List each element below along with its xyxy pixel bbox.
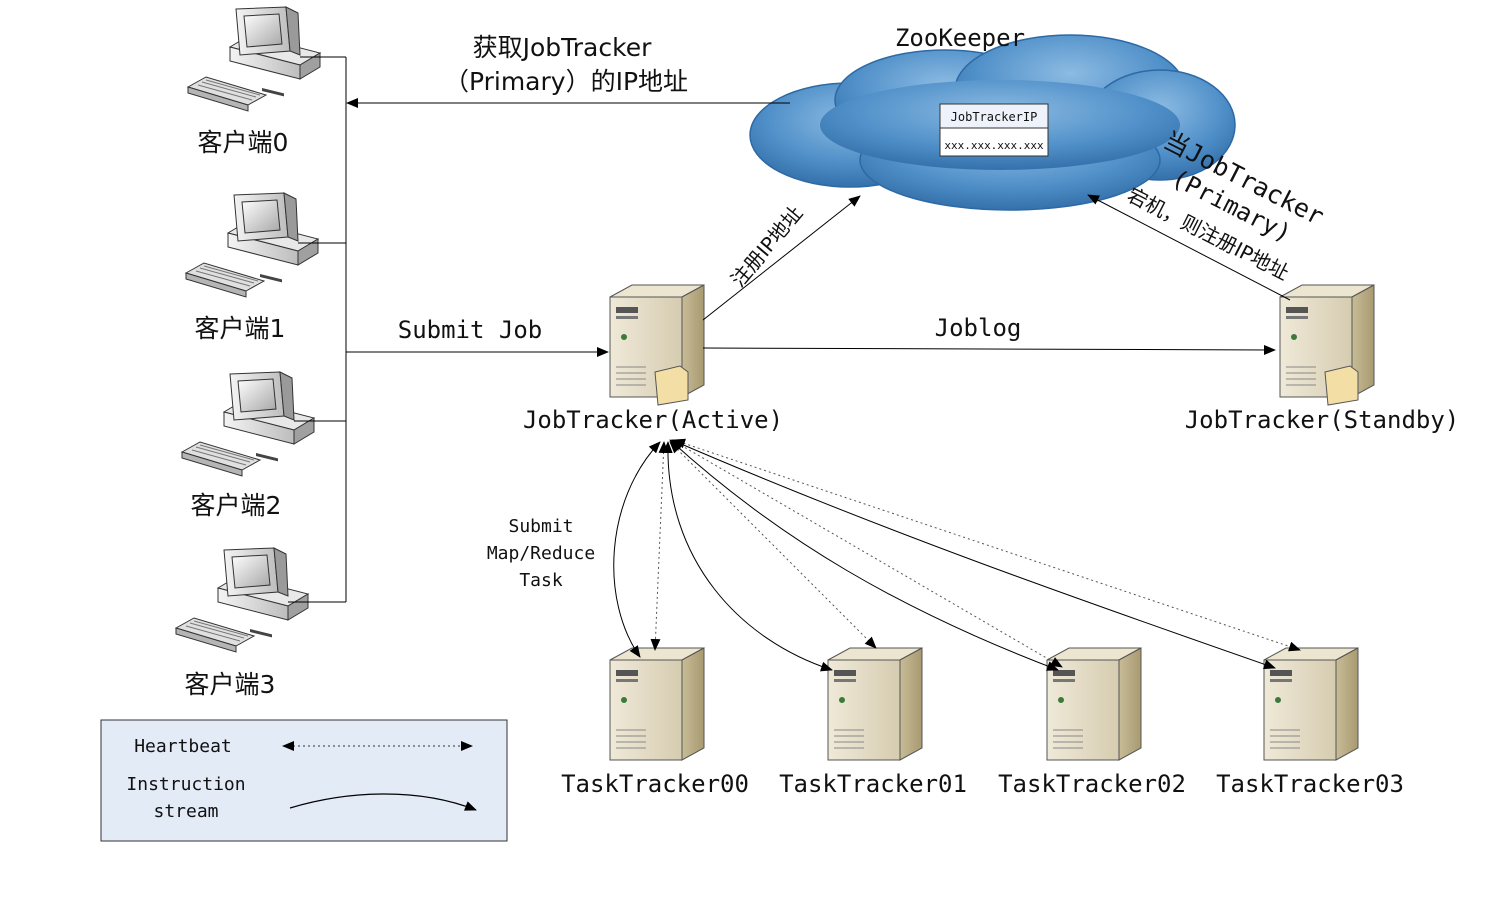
heartbeat-tt03 xyxy=(673,438,1301,652)
tasktracker-00-label: TaskTracker00 xyxy=(561,770,749,798)
zk-table-value: xxx.xxx.xxx.xxx xyxy=(944,139,1044,152)
legend-instruction-line xyxy=(289,793,477,811)
client-bus xyxy=(288,56,347,603)
client-3-label: 客户端3 xyxy=(185,670,276,699)
instruction-stream-tt00 xyxy=(613,441,661,658)
client-0-label: 客户端0 xyxy=(198,128,289,157)
jobtracker-standby-label: JobTracker(Standby) xyxy=(1185,406,1460,434)
legend-instruction-label-line1: Instruction xyxy=(126,774,245,795)
zk-table-header: JobTrackerIP xyxy=(951,110,1038,124)
joblog-label: Joblog xyxy=(935,314,1022,342)
joblog-arrow xyxy=(702,344,1276,355)
zookeeper-label: ZooKeeper xyxy=(895,24,1025,52)
instruction-streams xyxy=(613,439,1276,672)
standby-register-arrow xyxy=(1087,194,1291,301)
heartbeat-tt01 xyxy=(669,441,877,649)
get-ip-label-line2: （Primary）的IP地址 xyxy=(444,67,688,96)
heartbeat-tt00 xyxy=(650,441,669,651)
instruction-stream-tt02 xyxy=(669,439,1059,671)
tasktracker-00-server xyxy=(609,647,705,761)
jobtracker-standby-folder-icon xyxy=(1324,365,1359,406)
tasktracker-03-label: TaskTracker03 xyxy=(1216,770,1404,798)
zk-ip-table: JobTrackerIP xxx.xxx.xxx.xxx xyxy=(939,103,1049,157)
tasktracker-02-server xyxy=(1046,647,1142,761)
client-0-icon xyxy=(187,6,321,112)
client-2-label: 客户端2 xyxy=(191,491,282,520)
jobtracker-active-label: JobTracker(Active) xyxy=(523,406,783,434)
legend-heartbeat-label: Heartbeat xyxy=(134,736,232,757)
client-2-icon xyxy=(181,371,315,477)
tasktracker-02-label: TaskTracker02 xyxy=(998,770,1186,798)
jobtracker-active-folder-icon xyxy=(654,365,689,406)
client-1-icon xyxy=(185,192,319,298)
heartbeat-tt02 xyxy=(671,439,1063,668)
heartbeats xyxy=(650,438,1301,668)
tasktracker-01-server xyxy=(827,647,923,761)
tasktracker-03-server xyxy=(1263,647,1359,761)
legend: Heartbeat Instruction stream xyxy=(100,719,508,842)
instruction-stream-tt03 xyxy=(671,439,1276,670)
client-1-label: 客户端1 xyxy=(195,314,286,343)
register-ip-arrow xyxy=(702,195,861,321)
instruction-stream-tt01 xyxy=(662,441,833,672)
legend-instruction-label-line2: stream xyxy=(153,801,218,822)
register-ip-label: 注册IP地址 xyxy=(726,201,807,291)
client-3-icon xyxy=(175,547,309,653)
submit-task-line1: Submit xyxy=(508,516,573,537)
submit-job-label: Submit Job xyxy=(398,316,543,344)
get-ip-label-line1: 获取JobTracker xyxy=(473,33,652,62)
tasktracker-01-label: TaskTracker01 xyxy=(779,770,967,798)
submit-task-line2: Map/Reduce xyxy=(487,543,595,564)
submit-task-line3: Task xyxy=(519,570,563,591)
